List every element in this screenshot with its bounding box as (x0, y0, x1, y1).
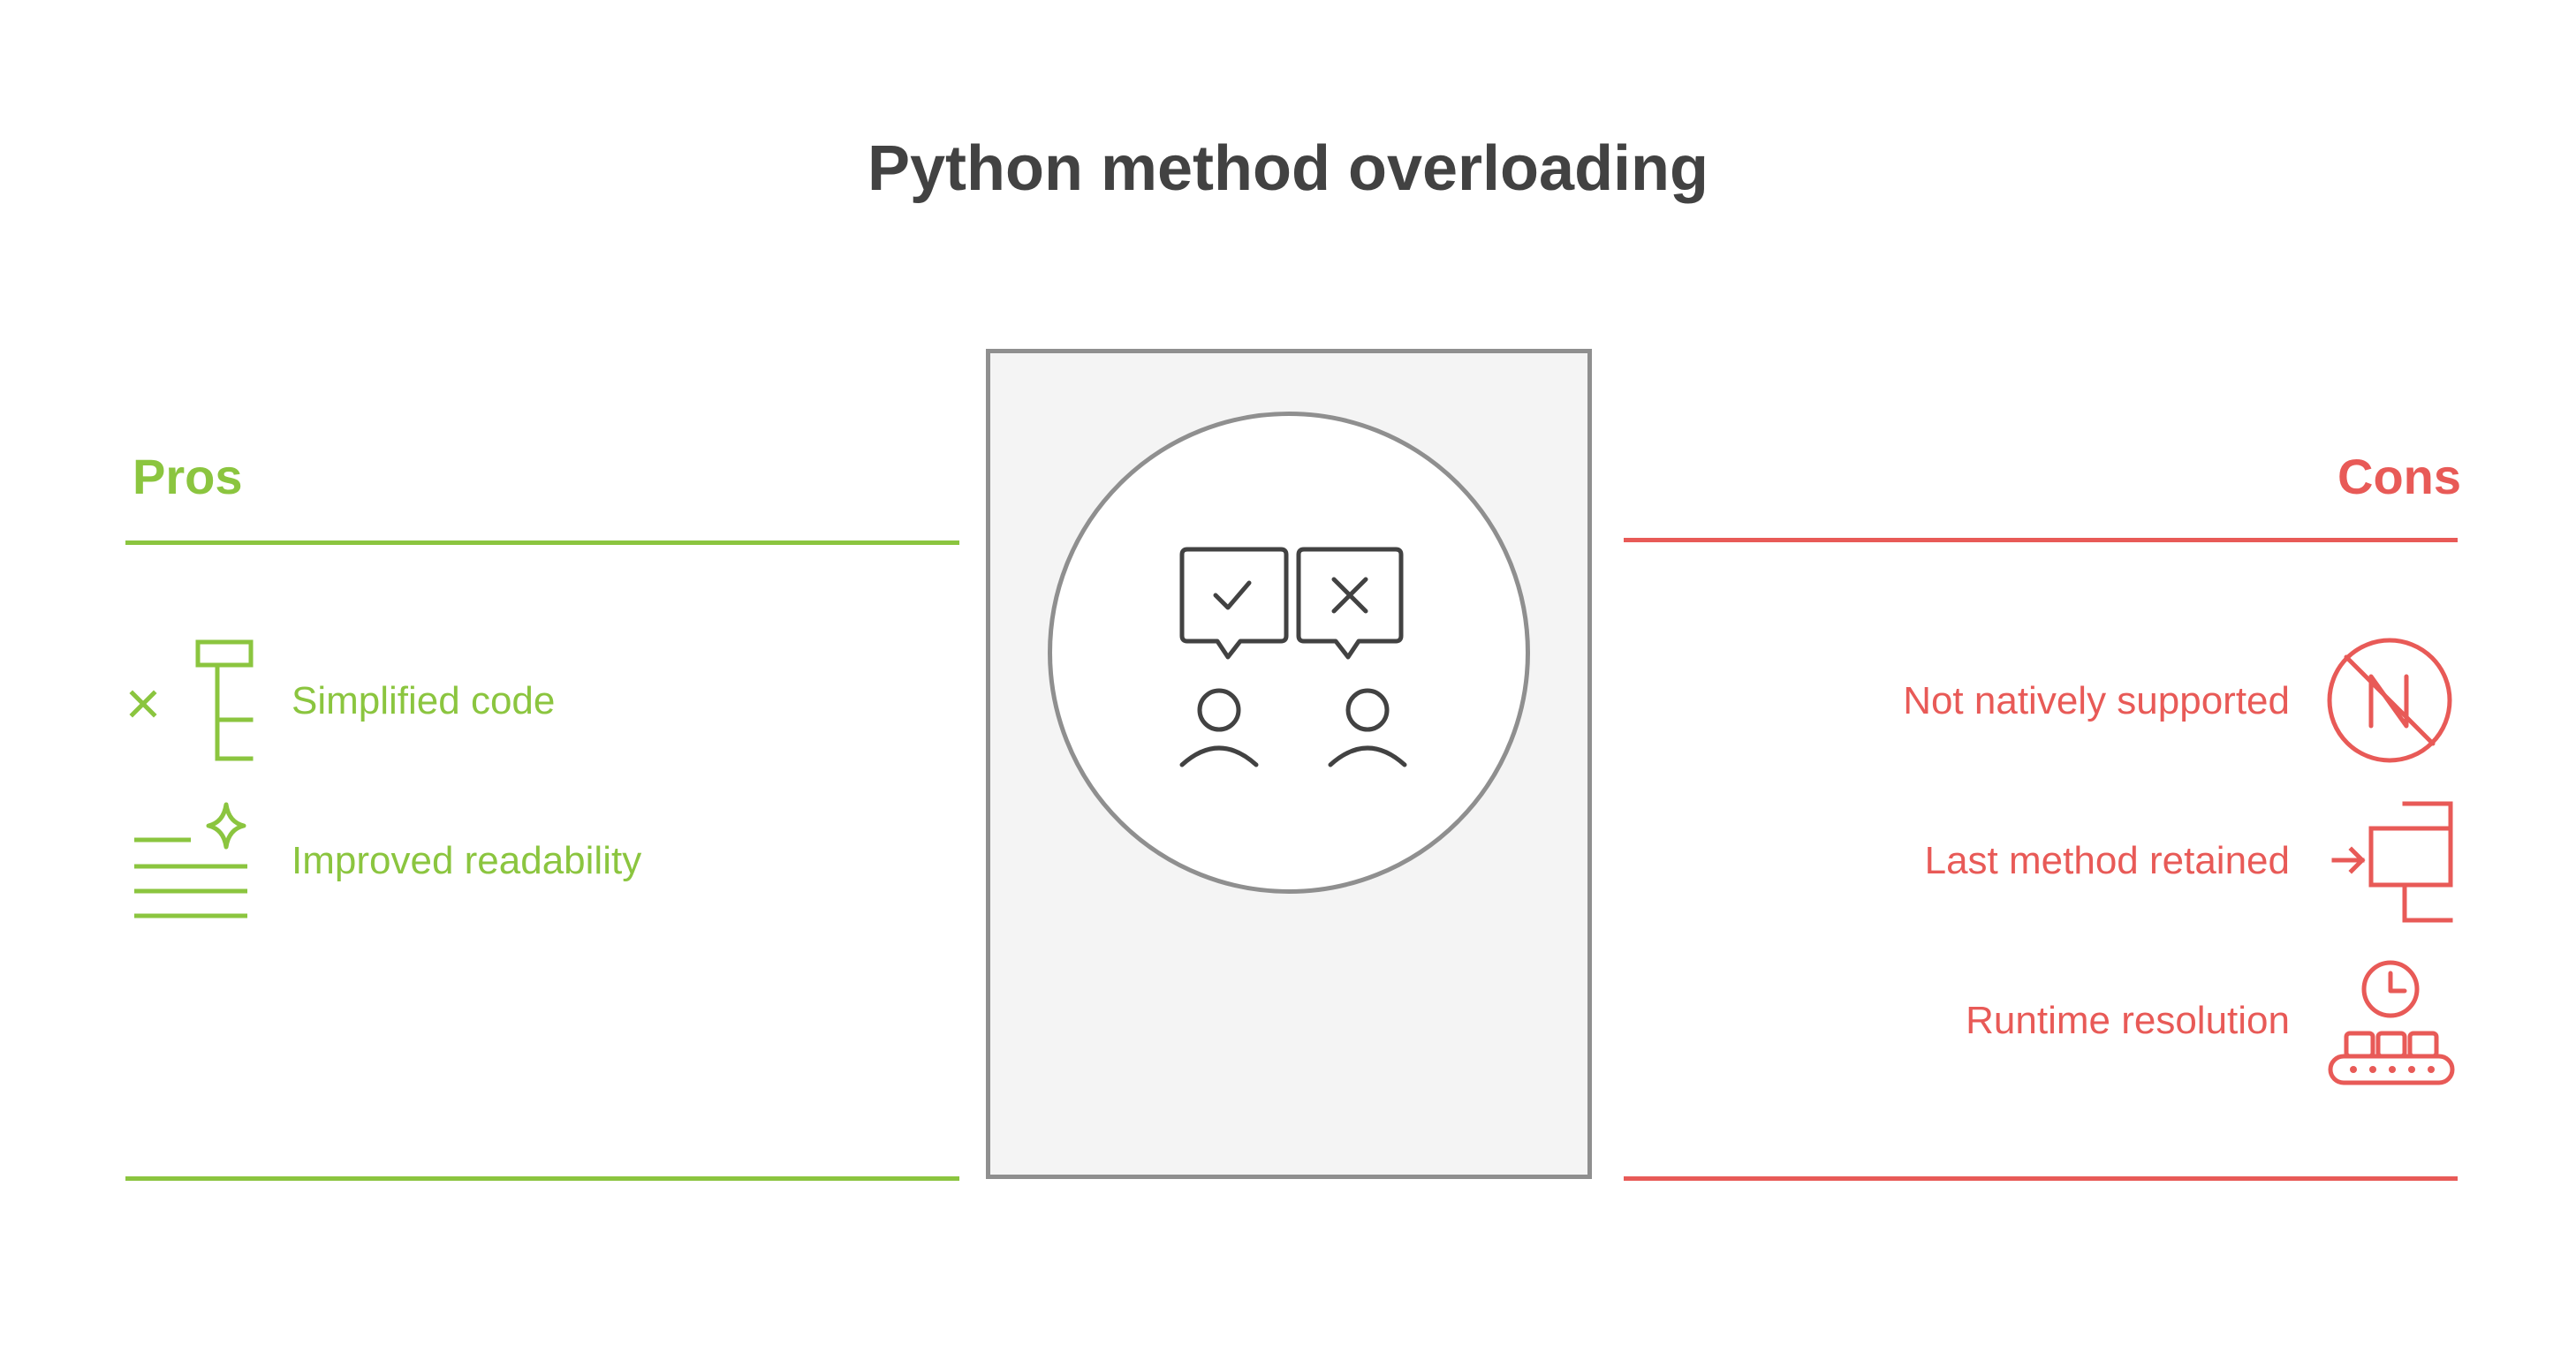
pros-item (124, 631, 256, 768)
arrow-into-structure-icon (2331, 801, 2453, 923)
simplify-structure-icon (129, 639, 254, 761)
cons-item-label: Last method retained (1924, 839, 2290, 882)
cons-item-label: Not natively supported (1903, 679, 2290, 722)
cons-bottom-divider (1624, 1176, 2458, 1181)
pros-bottom-divider (125, 1176, 959, 1181)
cons-item (2325, 636, 2454, 769)
cons-item (2327, 797, 2459, 933)
pros-item (129, 799, 253, 927)
page-title: Python method overloading (867, 133, 1709, 204)
cons-heading: Cons (2337, 449, 2461, 504)
cons-item (2327, 957, 2459, 1094)
pros-top-divider (125, 540, 959, 545)
pros-item-label: Improved readability (292, 839, 642, 882)
pros-item-label: Simplified code (292, 679, 556, 722)
center-circle (1048, 412, 1530, 894)
cons-item-label: Runtime resolution (1966, 999, 2290, 1042)
pros-heading: Pros (133, 449, 243, 504)
cons-top-divider (1624, 538, 2458, 542)
clock-conveyor-icon (2328, 960, 2455, 1085)
debate-people-icon (1179, 547, 1407, 767)
sparkle-text-icon (134, 802, 247, 918)
center-illustration (1178, 544, 1407, 775)
no-n-circle-icon (2327, 638, 2452, 763)
